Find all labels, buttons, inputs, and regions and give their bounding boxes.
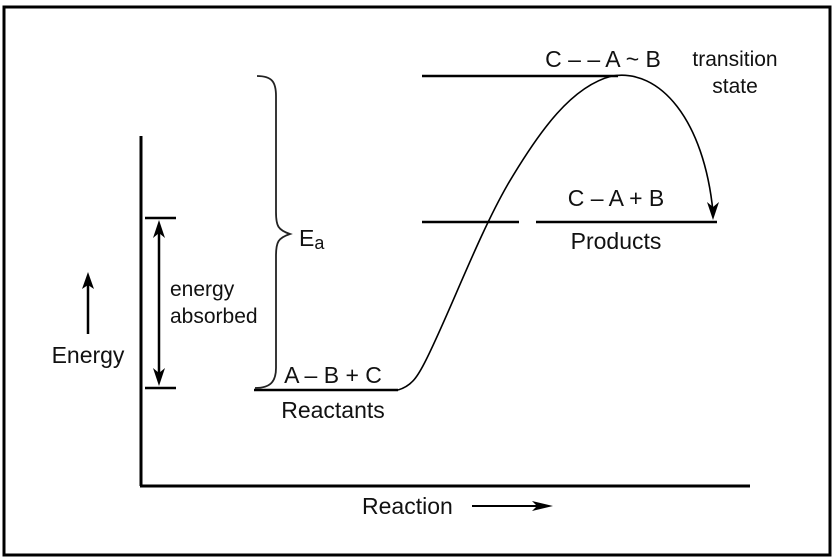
transition-state-formula: C – – A ~ B bbox=[545, 46, 661, 72]
activation-energy-symbol: Ea bbox=[299, 225, 325, 253]
reaction-pathway-curve bbox=[397, 74, 714, 391]
transition-state-label-line1: transition bbox=[692, 48, 777, 71]
x-axis-label: Reaction bbox=[362, 493, 453, 519]
reactants-label: Reactants bbox=[281, 397, 385, 423]
reaction-arrowhead-icon bbox=[532, 501, 553, 511]
energy-absorbed-label-line2: absorbed bbox=[170, 305, 258, 328]
products-label: Products bbox=[571, 228, 662, 254]
activation-energy-brace bbox=[254, 75, 293, 389]
y-axis-label: Energy bbox=[52, 342, 125, 368]
transition-state-label-line2: state bbox=[712, 75, 758, 98]
reactants-formula: A – B + C bbox=[284, 362, 382, 388]
energy-absorbed-label-line1: energy bbox=[170, 278, 235, 301]
outer-frame bbox=[2, 5, 832, 557]
reaction-curve-arrowhead-icon bbox=[707, 202, 719, 220]
energy-absorbed-down-arrowhead-icon bbox=[153, 368, 165, 386]
energy-arrowhead-icon bbox=[82, 272, 94, 289]
energy-absorbed-up-arrowhead-icon bbox=[153, 220, 165, 238]
products-formula: C – A + B bbox=[568, 185, 665, 211]
